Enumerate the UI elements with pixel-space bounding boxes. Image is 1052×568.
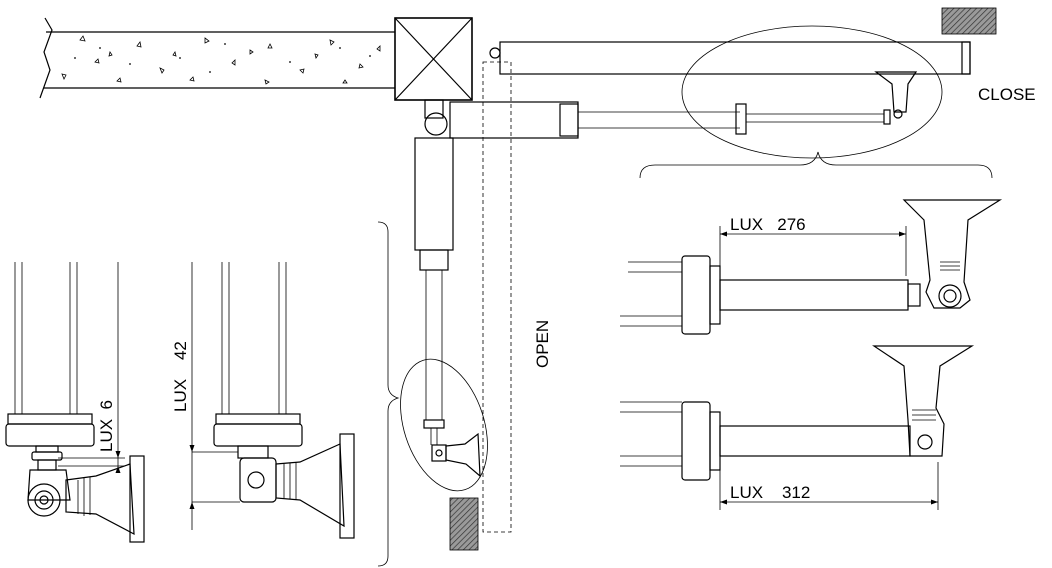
closer-arm-open [414,137,481,478]
detail-circle-close [681,25,943,159]
dim-lux-312: LUX 312 [730,483,810,502]
hatched-stop-top [941,7,997,35]
door-leaf-open [482,61,512,533]
detail-right-bottom [620,345,975,510]
brace-open [377,221,400,567]
dim-lux-42: LUX 42 [171,341,190,412]
detail-left-large [189,262,355,539]
closer-arm-closed [424,71,918,139]
junction-box [394,17,473,101]
detail-right-top [620,199,1003,335]
label-open: OPEN [533,320,552,368]
detail-circle-open [400,358,488,492]
dim-lux-276: LUX 276 [730,215,806,234]
hatched-stop-bottom [449,497,479,551]
brace-close [639,151,993,179]
dim-lux-6: LUX 6 [97,400,116,452]
concrete-wall [39,17,395,99]
door-leaf-closed [489,41,971,75]
detail-left-small [5,262,145,543]
label-close: CLOSE [978,85,1036,104]
